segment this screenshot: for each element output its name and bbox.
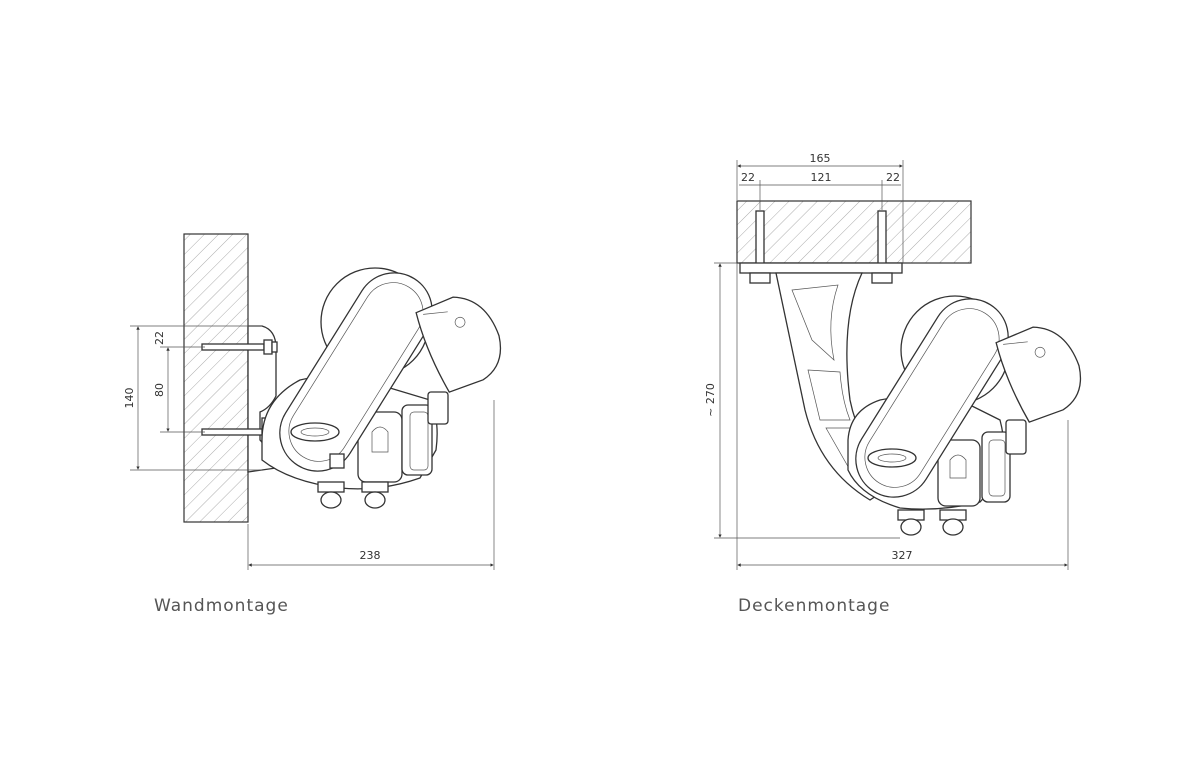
ceiling-dim-edge-right: 22 xyxy=(886,171,900,184)
ceiling-knobs xyxy=(897,509,967,536)
wall-mount-drawing: 238 140 80 22 xyxy=(123,233,502,570)
wall-bolt-upper xyxy=(201,339,278,355)
wall-dim-projection: 238 xyxy=(360,549,381,562)
wall-camera-head xyxy=(415,296,502,393)
ceiling-dim-edge-left: 22 xyxy=(741,171,755,184)
wall-knobs xyxy=(317,453,389,509)
ceiling-control-box xyxy=(937,439,981,507)
ceiling-dim-overall-width: 165 xyxy=(810,152,831,165)
ceiling-mount-drawing: 165 22 121 22 ~ 270 327 xyxy=(704,152,1082,570)
ceiling-mount-caption: Deckenmontage xyxy=(738,596,891,616)
ceiling-section xyxy=(736,200,972,264)
ceiling-lamp-head xyxy=(855,298,1009,498)
ceiling-camera-head xyxy=(995,326,1082,423)
ceiling-bolt-right xyxy=(877,210,887,272)
wall-lamp-head xyxy=(279,272,433,472)
wall-dim-bolt-distance: 80 xyxy=(153,383,166,397)
ceiling-bolt-left xyxy=(755,210,765,272)
ceiling-dim-bolt-distance: 121 xyxy=(811,171,832,184)
wall-handle xyxy=(290,422,340,442)
ceiling-dim-projection: 327 xyxy=(892,549,913,562)
wall-section xyxy=(183,233,249,523)
wall-dim-plate-height: 140 xyxy=(123,388,136,409)
wall-dim-bolt-pitch: 22 xyxy=(153,331,166,345)
ceiling-plate xyxy=(739,262,903,274)
ceiling-dim-height: ~ 270 xyxy=(704,383,717,417)
wall-mount-caption: Wandmontage xyxy=(154,596,289,616)
ceiling-handle xyxy=(867,448,917,468)
